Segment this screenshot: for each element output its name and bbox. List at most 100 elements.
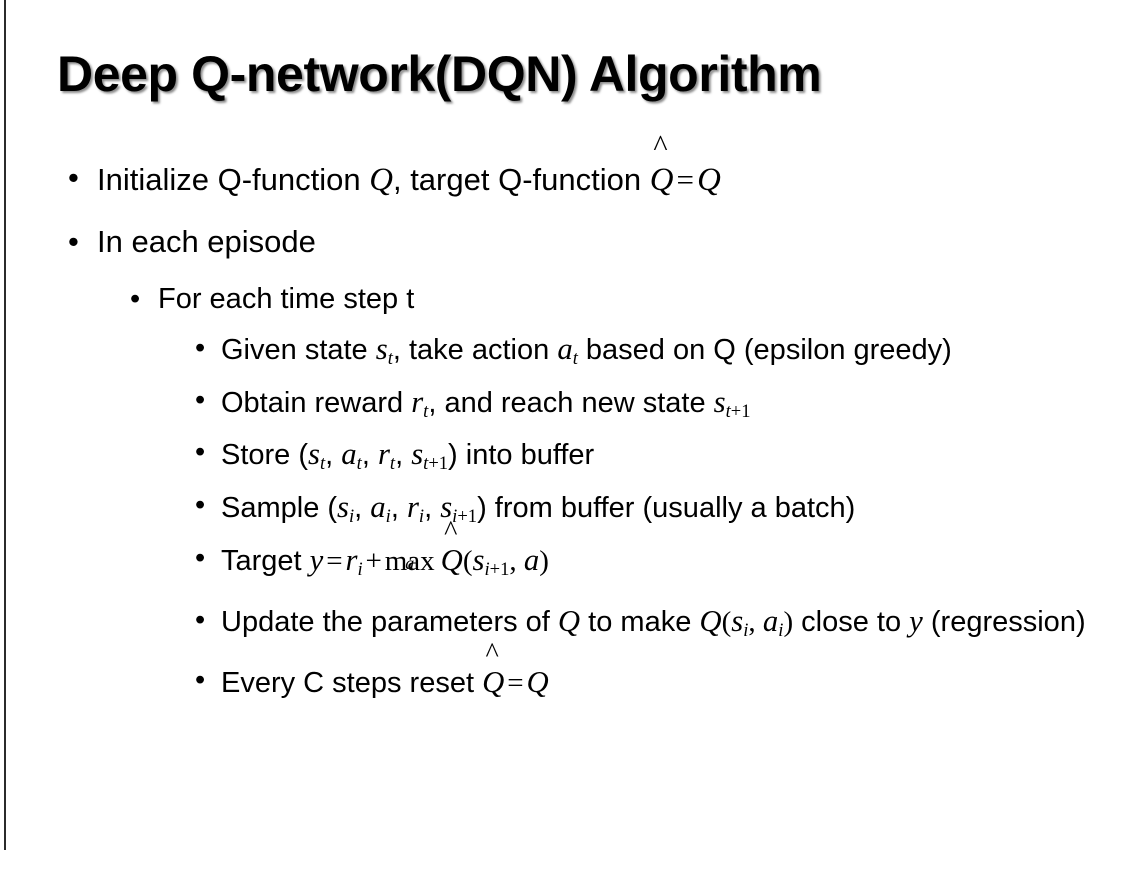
math-paren-close: )	[539, 545, 549, 578]
math-sub-plus-one: +1	[730, 400, 751, 422]
math-plus: +	[365, 545, 382, 578]
max-underscript-a: a	[405, 552, 415, 573]
math-sub-t: t	[320, 453, 326, 475]
bullet-dot: •	[195, 604, 206, 637]
text-fragment: Initialize Q-function	[97, 162, 370, 197]
math-var-a: a	[341, 437, 357, 472]
bullet-text: Obtain reward rt, and reach new state st…	[221, 376, 1096, 429]
text-fragment: ,	[354, 492, 371, 525]
math-sub-plus-one: +1	[428, 453, 449, 475]
text-fragment: ,	[390, 492, 407, 525]
page-title: Deep Q-network(DQN) Algorithm	[57, 46, 822, 102]
math-var-q2: Q	[697, 162, 721, 198]
bullet-initialize-q: • Initialize Q-function Q, target Q-func…	[0, 131, 1124, 212]
math-var-q2: Q	[699, 604, 722, 639]
bullet-list: • Initialize Q-function Q, target Q-func…	[0, 131, 1124, 709]
math-sub-i: i	[385, 506, 391, 528]
math-sub-i: i	[778, 620, 784, 642]
math-q-hat: ^Q	[650, 131, 674, 212]
bullet-text: Initialize Q-function Q, target Q-functi…	[97, 131, 1124, 212]
bullet-given-state: • Given state st, take action at based o…	[0, 326, 1124, 376]
bullet-obtain-reward: • Obtain reward rt, and reach new state …	[0, 376, 1124, 429]
math-paren-close: )	[783, 606, 794, 639]
math-comma: ,	[509, 545, 524, 578]
text-fragment: ,	[325, 439, 342, 472]
math-sub-i: i	[743, 620, 749, 642]
text-fragment: to make	[580, 606, 700, 639]
text-fragment: Store (	[221, 439, 309, 472]
math-equals: =	[326, 545, 343, 578]
bullet-dot: •	[195, 489, 206, 522]
hat-mark: ^	[444, 516, 458, 548]
text-fragment: ) from buffer (usually a batch)	[477, 492, 856, 525]
bullet-for-each-time-step: • For each time step t	[0, 273, 1124, 326]
bullet-dot: •	[195, 542, 206, 575]
math-var-s: s	[731, 604, 744, 639]
hat-base: Q	[482, 665, 505, 700]
bullet-dot: •	[195, 383, 206, 416]
text-fragment: Obtain reward	[221, 386, 412, 419]
bullet-reset-target-network: • Every C steps reset ^Q=Q	[0, 640, 1124, 709]
bullet-dot: •	[68, 224, 79, 260]
math-comma: ,	[748, 606, 763, 639]
math-sub-plus-one: +1	[489, 559, 510, 581]
math-var-a: a	[370, 490, 386, 525]
math-sub-plus-one: +1	[457, 506, 478, 528]
math-var-s2: s	[411, 437, 424, 472]
text-fragment: ,	[424, 492, 441, 525]
bullet-in-each-episode: • In each episode	[0, 212, 1124, 272]
text-fragment: , take action	[392, 333, 558, 366]
hat-mark: ^	[653, 129, 668, 164]
math-var-r: r	[377, 437, 390, 472]
math-sub-i: i	[349, 506, 355, 528]
text-fragment: close to	[793, 606, 910, 639]
math-var-q: Q	[369, 162, 393, 198]
text-fragment: Given state	[221, 333, 376, 366]
bullet-update-parameters: • Update the parameters of Q to make Q(s…	[0, 598, 1124, 648]
math-var-s: s	[308, 437, 320, 472]
max-label: max	[384, 545, 435, 578]
text-fragment: , target Q-function	[392, 162, 650, 197]
math-sub-i: i	[484, 559, 490, 581]
bullet-dot: •	[195, 331, 206, 364]
math-var-s: s	[375, 331, 388, 366]
math-var-s: s	[713, 384, 726, 419]
bullet-sample-batch: • Sample (si, ai, ri, si+1) from buffer …	[0, 481, 1124, 534]
hat-base: Q	[440, 543, 463, 578]
bullet-dot: •	[195, 664, 206, 697]
math-var-q: Q	[526, 665, 549, 700]
text-fragment: Target	[221, 545, 310, 578]
text-fragment: ) into buffer	[448, 439, 595, 472]
text-fragment: Update the parameters of	[221, 606, 558, 639]
math-q-hat: ^Q	[482, 640, 505, 709]
math-var-q: Q	[557, 604, 581, 639]
math-var-s: s	[472, 543, 485, 578]
math-paren-open: (	[721, 606, 732, 639]
math-equals: =	[676, 162, 695, 197]
text-fragment: ,	[395, 439, 412, 472]
math-sub-t: t	[423, 400, 429, 422]
math-var-r: r	[411, 384, 424, 419]
math-sub-t: t	[356, 453, 362, 475]
math-var-a: a	[557, 331, 573, 366]
hat-mark: ^	[485, 638, 499, 670]
text-fragment: Every C steps reset	[221, 667, 483, 700]
math-var-s: s	[337, 490, 350, 525]
math-var-r: r	[406, 490, 419, 525]
math-sub-t: t	[725, 400, 731, 422]
math-sub-i: i	[418, 506, 425, 528]
math-sub-t: t	[387, 347, 393, 369]
text-fragment: , and reach new state	[428, 386, 714, 419]
bullet-text: Every C steps reset ^Q=Q	[221, 640, 1096, 709]
bullet-text: Sample (si, ai, ri, si+1) from buffer (u…	[221, 481, 1096, 534]
math-sub-i: i	[357, 559, 363, 581]
math-sub-t: t	[389, 453, 396, 475]
math-var-a: a	[762, 604, 779, 639]
math-var-a: a	[523, 543, 540, 578]
math-paren-open: (	[462, 545, 473, 578]
math-var-y: y	[909, 604, 923, 639]
math-equals: =	[507, 667, 524, 700]
